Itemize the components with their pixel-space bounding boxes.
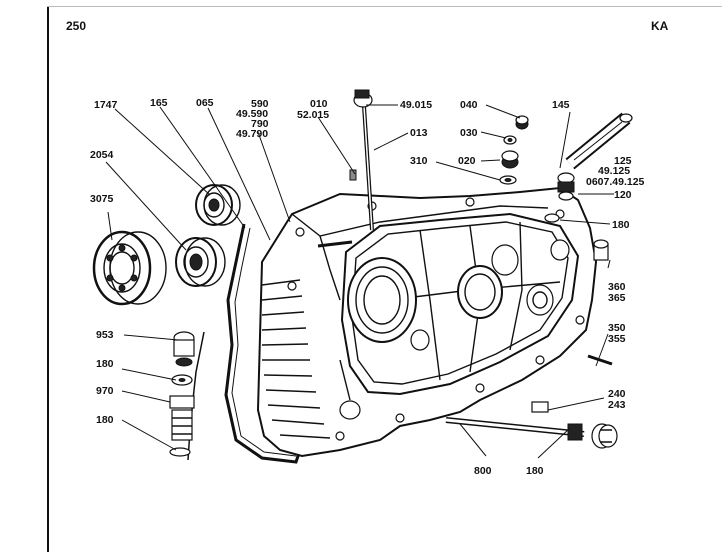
label-350: 350 <box>608 322 626 334</box>
label-1747: 1747 <box>94 99 118 111</box>
bearing-3075 <box>92 230 167 306</box>
label-120: 120 <box>614 189 632 201</box>
label-180-plug: 180 <box>96 358 114 370</box>
label-013: 013 <box>410 127 428 139</box>
dowel-pin-010 <box>349 169 357 181</box>
nut-020 <box>501 150 519 169</box>
label-030: 030 <box>460 127 478 139</box>
label-49590: 49.590 <box>236 108 268 120</box>
label-49015: 49.015 <box>400 99 432 111</box>
page-border-top <box>47 6 722 7</box>
washer-310 <box>499 175 517 185</box>
label-180-right: 180 <box>612 219 630 231</box>
washer-180-right <box>544 213 560 223</box>
page-number: 250 <box>66 19 87 33</box>
label-125: 125 <box>614 155 632 167</box>
label-145: 145 <box>552 99 570 111</box>
leader-lines <box>105 104 614 459</box>
label-365: 365 <box>608 292 626 304</box>
label-0607-49125: 0607.49.125 <box>586 176 645 188</box>
label-010: 010 <box>310 98 328 110</box>
label-800: 800 <box>474 465 492 477</box>
dowel-240 <box>531 401 549 413</box>
page-border-left <box>47 6 49 552</box>
label-020: 020 <box>458 155 476 167</box>
label-590: 590 <box>251 98 269 110</box>
section-code: KA <box>651 19 669 33</box>
label-040: 040 <box>460 99 478 111</box>
union-fitting-125 <box>557 172 575 201</box>
label-3075: 3075 <box>90 193 114 205</box>
bush-360 <box>593 239 609 261</box>
label-970: 970 <box>96 385 114 397</box>
crankcase-half <box>224 186 598 464</box>
label-165: 165 <box>150 97 168 109</box>
part-labels: 1747 165 065 590 49.590 790 49.790 010 5… <box>90 97 645 477</box>
bearing-2054 <box>175 237 226 287</box>
pin-350 <box>587 354 613 366</box>
label-52015: 52.015 <box>297 109 329 121</box>
label-355: 355 <box>608 333 626 345</box>
long-bolt-49015 <box>353 89 374 231</box>
long-bolt-800 <box>445 417 618 449</box>
nut-040 <box>515 115 529 130</box>
label-180-lower: 180 <box>96 414 114 426</box>
drain-plug-assembly <box>169 331 205 461</box>
label-49125: 49.125 <box>598 165 630 177</box>
label-243: 243 <box>608 399 626 411</box>
label-240: 240 <box>608 388 626 400</box>
washer-030 <box>503 135 517 145</box>
bearing-1747 <box>195 184 241 226</box>
label-790: 790 <box>251 118 269 130</box>
label-360: 360 <box>608 281 626 293</box>
label-310: 310 <box>410 155 428 167</box>
label-49790: 49.790 <box>236 128 268 140</box>
label-2054: 2054 <box>90 149 114 161</box>
label-180-bolt: 180 <box>526 465 544 477</box>
label-953: 953 <box>96 329 114 341</box>
label-065: 065 <box>196 97 214 109</box>
breather-hose-145 <box>565 112 633 170</box>
